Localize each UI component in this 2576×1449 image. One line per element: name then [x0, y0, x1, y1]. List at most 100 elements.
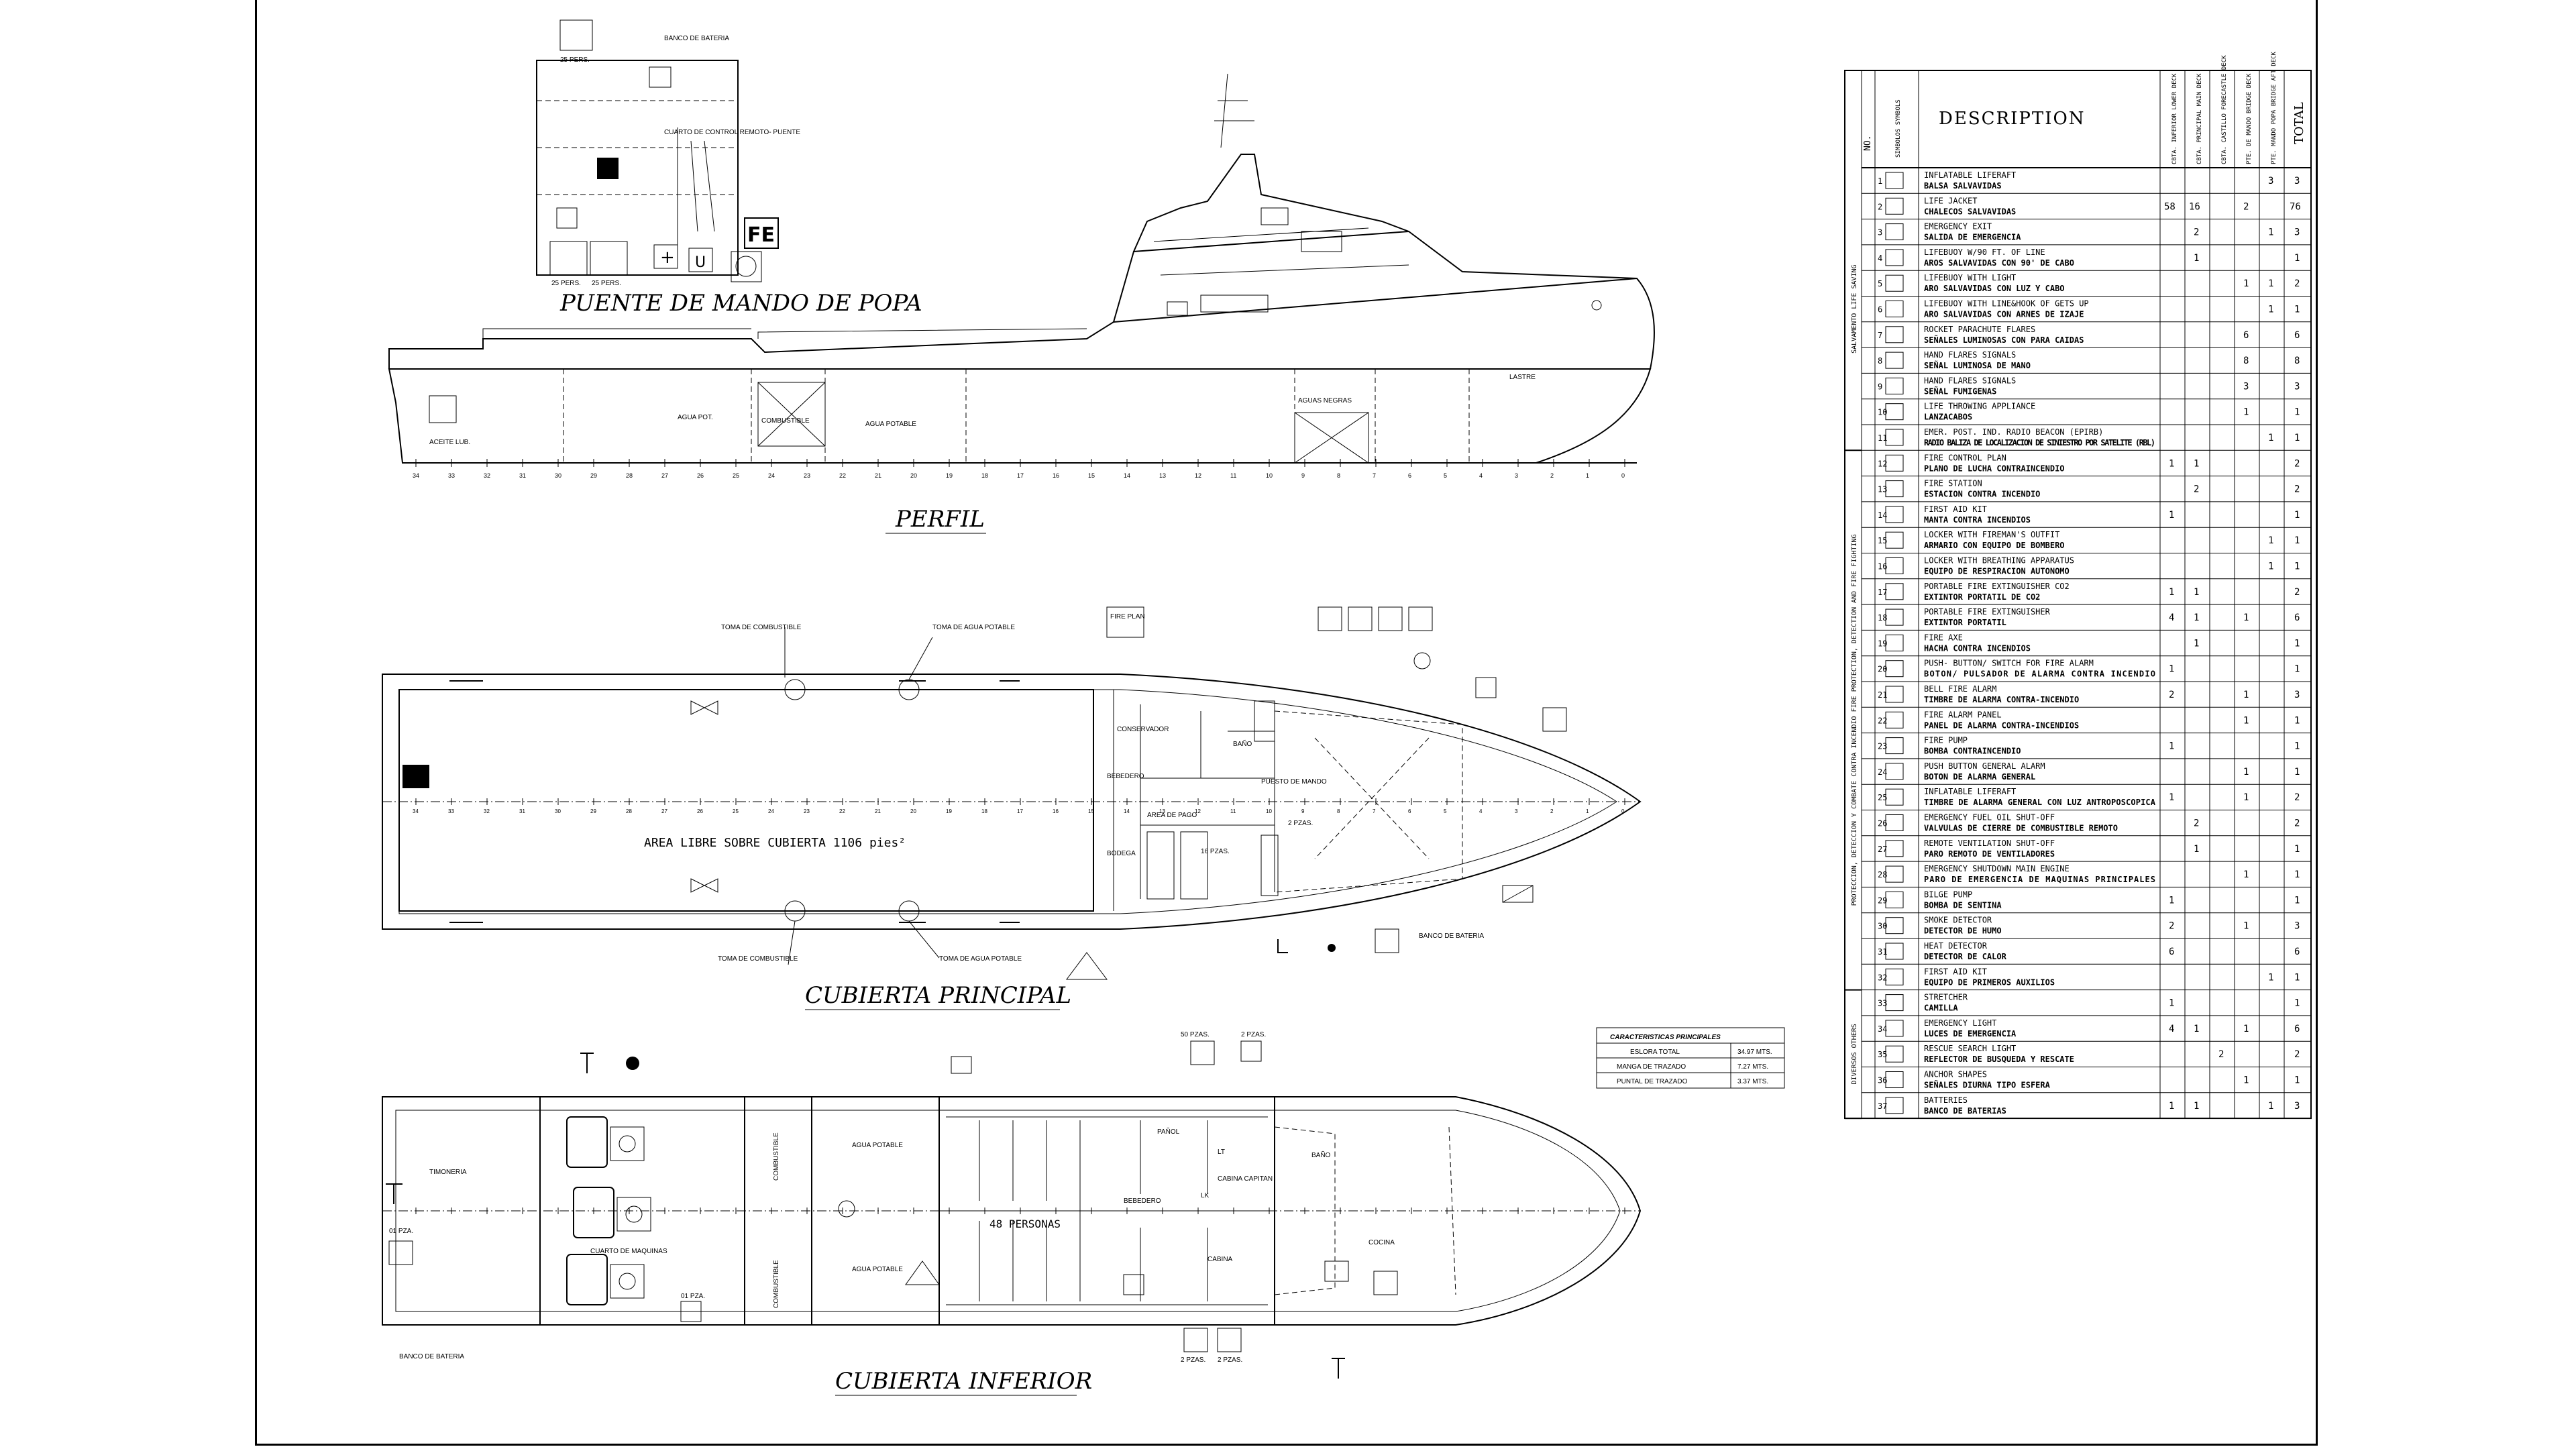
rocket-flare-icon	[1408, 606, 1433, 631]
pzas-2b-label: 2 PZAS.	[1181, 1356, 1205, 1364]
row-count: 1	[2194, 1024, 2199, 1034]
row-no: 31	[1878, 947, 1887, 957]
row-desc-es: CHALECOS SALVAVIDAS	[1924, 207, 2016, 216]
row-no: 16	[1878, 562, 1887, 572]
row-no: 9	[1878, 382, 1882, 391]
main-frame-number: 20	[910, 808, 916, 814]
fire-extinguisher-icon-lower	[388, 1240, 413, 1265]
characteristics-box: CARACTERISTICAS PRINCIPALES ESLORA TOTAL…	[1596, 1027, 1785, 1089]
row-desc-en: LOCKER WITH FIREMAN'S OUTFIT	[1924, 530, 2059, 539]
row-count: 1	[2194, 612, 2199, 623]
pers-25-b: 25 PERS.	[592, 280, 621, 287]
row-desc-en: LOCKER WITH BREATHING APPARATUS	[1924, 556, 2074, 566]
liferaft-icon-main	[1475, 677, 1497, 698]
row-no: 28	[1878, 870, 1887, 879]
row-no: 4	[1878, 254, 1882, 263]
row-desc-es: EXTINTOR PORTATIL	[1924, 618, 2006, 627]
fire-plan-icon	[1106, 606, 1144, 638]
row-desc-en: LIFEBUOY WITH LIGHT	[1924, 273, 2016, 282]
row-desc-es: HACHA CONTRA INCENDIOS	[1924, 643, 2031, 653]
row-total: 1	[2294, 844, 2300, 855]
row-count: 16	[2189, 201, 2200, 212]
row-no: 37	[1878, 1102, 1887, 1111]
bano-label: BAÑO	[1233, 739, 1252, 748]
cabina-label: CABINA	[1208, 1256, 1233, 1263]
row-desc-en: PUSH BUTTON GENERAL ALARM	[1924, 761, 2045, 771]
row-count: 1	[2194, 458, 2199, 469]
general-alarm-icon	[1413, 652, 1431, 669]
frame-number: 18	[981, 472, 988, 479]
row-symbol-icon	[1885, 403, 1904, 421]
row-desc-en: HAND FLARES SIGNALS	[1924, 376, 2016, 385]
cuarto-maquinas-label: CUARTO DE MAQUINAS	[590, 1248, 667, 1255]
row-count: 1	[2268, 305, 2273, 315]
characteristics-value-2: 3.37 MTS.	[1737, 1078, 1768, 1085]
row-total: 3	[2294, 381, 2300, 392]
fireman-outfit-icon	[744, 217, 779, 249]
control-room-label: CUARTO DE CONTROL REMOTO- PUENTE	[664, 129, 800, 136]
row-desc-en: PORTABLE FIRE EXTINGUISHER CO2	[1924, 582, 2070, 591]
main-frame-number: 11	[1230, 808, 1236, 814]
pzas-50-label: 50 PZAS.	[1181, 1031, 1210, 1038]
row-count: 2	[2169, 690, 2174, 700]
row-total: 3	[2294, 227, 2300, 238]
row-count: 1	[2243, 612, 2249, 623]
main-frame-number: 12	[1195, 808, 1201, 814]
throwing-appliance-icon	[1378, 606, 1403, 631]
row-desc-en: INFLATABLE LIFERAFT	[1924, 170, 2016, 180]
aft-bridge-title: PUENTE DE MANDO DE POPA	[559, 290, 922, 317]
fuel-intake-label-1: TOMA DE COMBUSTIBLE	[721, 624, 802, 631]
row-symbol-icon	[1885, 994, 1904, 1012]
row-count: 1	[2169, 510, 2174, 521]
row-symbol-icon	[1885, 172, 1904, 189]
row-count: 1	[2243, 767, 2249, 777]
row-desc-en: FIRE ALARM PANEL	[1924, 710, 2002, 719]
main-frame-number: 9	[1301, 808, 1305, 814]
row-total: 3	[2294, 921, 2300, 932]
main-frame-number: 22	[839, 808, 845, 814]
main-frame-number: 30	[555, 808, 561, 814]
main-frame-number: 27	[661, 808, 667, 814]
water-intake-label-2: TOMA DE AGUA POTABLE	[939, 955, 1022, 963]
fire-extinguisher-icon-2	[556, 207, 578, 229]
row-desc-es: SEÑAL LUMINOSA DE MANO	[1924, 360, 2031, 370]
area-pago-label: AREA DE PAGO	[1147, 812, 1197, 819]
row-total: 76	[2290, 201, 2301, 212]
battery-bank-label: BANCO DE BATERIA	[664, 35, 729, 42]
row-count: 2	[2194, 227, 2199, 238]
frame-number: 22	[839, 472, 846, 479]
row-count: 1	[2169, 664, 2174, 675]
frame-number: 12	[1195, 472, 1201, 479]
row-count: 1	[2243, 1075, 2249, 1086]
epirb-icon	[1542, 707, 1567, 732]
row-total: 1	[2294, 433, 2300, 443]
row-desc-es: AROS SALVAVIDAS CON 90' DE CABO	[1924, 258, 2074, 268]
characteristics-value-1: 7.27 MTS.	[1737, 1063, 1768, 1071]
first-aid-icon	[653, 244, 678, 269]
main-frame-number: 18	[981, 808, 987, 814]
row-total: 1	[2294, 741, 2300, 752]
row-count: 6	[2243, 330, 2249, 341]
lifebuoy-harness-icon	[688, 248, 713, 272]
frame-number: 28	[626, 472, 633, 479]
main-frame-number: 25	[733, 808, 739, 814]
lower-deck-title: CUBIERTA INFERIOR	[835, 1368, 1092, 1395]
bilge-pump-icon-2	[625, 1205, 643, 1223]
main-frame-number: 1	[1586, 808, 1589, 814]
row-no: 26	[1878, 819, 1887, 828]
row-symbol-icon	[1885, 891, 1904, 908]
row-no: 29	[1878, 896, 1887, 905]
main-frame-number: 13	[1159, 808, 1165, 814]
lk-label: LK	[1201, 1192, 1210, 1199]
row-total: 1	[2294, 972, 2300, 983]
row-symbol-icon	[1885, 557, 1904, 574]
row-desc-es: TIMBRE DE ALARMA GENERAL CON LUZ ANTROPO…	[1924, 798, 2156, 807]
frame-number: 0	[1621, 472, 1625, 479]
agua-potable-label-1: AGUA POTABLE	[852, 1142, 903, 1149]
header-no: NO.	[1863, 136, 1873, 151]
row-total: 6	[2294, 612, 2300, 623]
row-no: 13	[1878, 485, 1887, 494]
row-total: 1	[2294, 561, 2300, 572]
